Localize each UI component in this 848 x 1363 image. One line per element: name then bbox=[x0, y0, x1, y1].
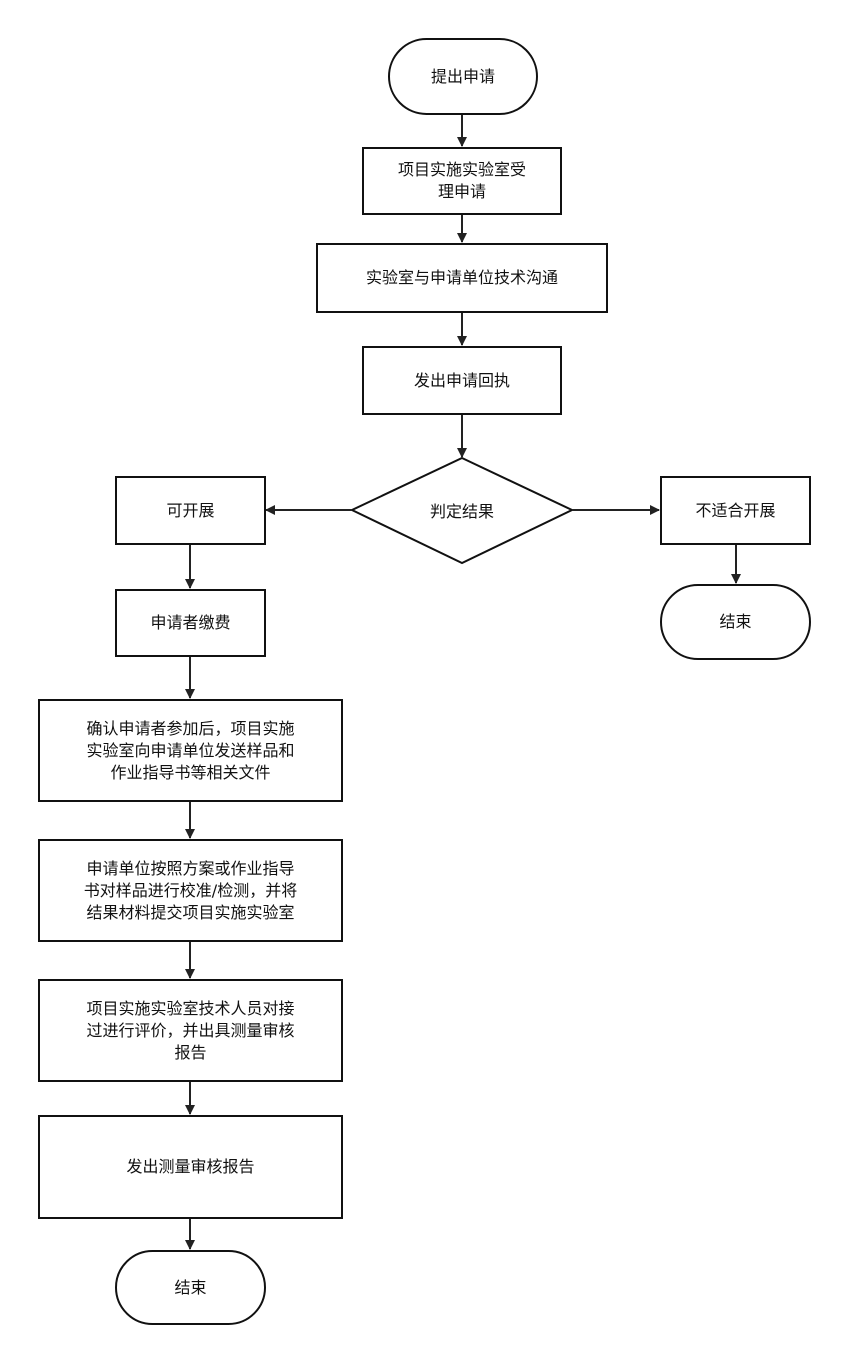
end-terminal-left[interactable]: 结束 bbox=[115, 1250, 266, 1325]
decision-diamond[interactable] bbox=[349, 456, 575, 565]
evaluate-box[interactable]: 项目实施实验室技术人员对接 过进行评价，并出具测量审核 报告 bbox=[38, 979, 343, 1082]
can-proceed-box[interactable]: 可开展 bbox=[115, 476, 266, 545]
decision-label: 判定结果 bbox=[429, 502, 494, 521]
issue-receipt-box[interactable]: 发出申请回执 bbox=[362, 346, 562, 415]
applicant-payment-box[interactable]: 申请者缴费 bbox=[115, 589, 266, 657]
calibrate-test-box[interactable]: 申请单位按照方案或作业指导 书对样品进行校准/检测，并将 结果材料提交项目实施实… bbox=[38, 839, 343, 942]
accept-application-box[interactable]: 项目实施实验室受 理申请 bbox=[362, 147, 562, 215]
end-terminal-right[interactable]: 结束 bbox=[660, 584, 811, 660]
not-suitable-box[interactable]: 不适合开展 bbox=[660, 476, 811, 545]
start-terminal[interactable]: 提出申请 bbox=[388, 38, 538, 115]
issue-audit-report-box[interactable]: 发出测量审核报告 bbox=[38, 1115, 343, 1219]
send-samples-box[interactable]: 确认申请者参加后，项目实施 实验室向申请单位发送样品和 作业指导书等相关文件 bbox=[38, 699, 343, 802]
technical-communication-box[interactable]: 实验室与申请单位技术沟通 bbox=[316, 243, 608, 313]
